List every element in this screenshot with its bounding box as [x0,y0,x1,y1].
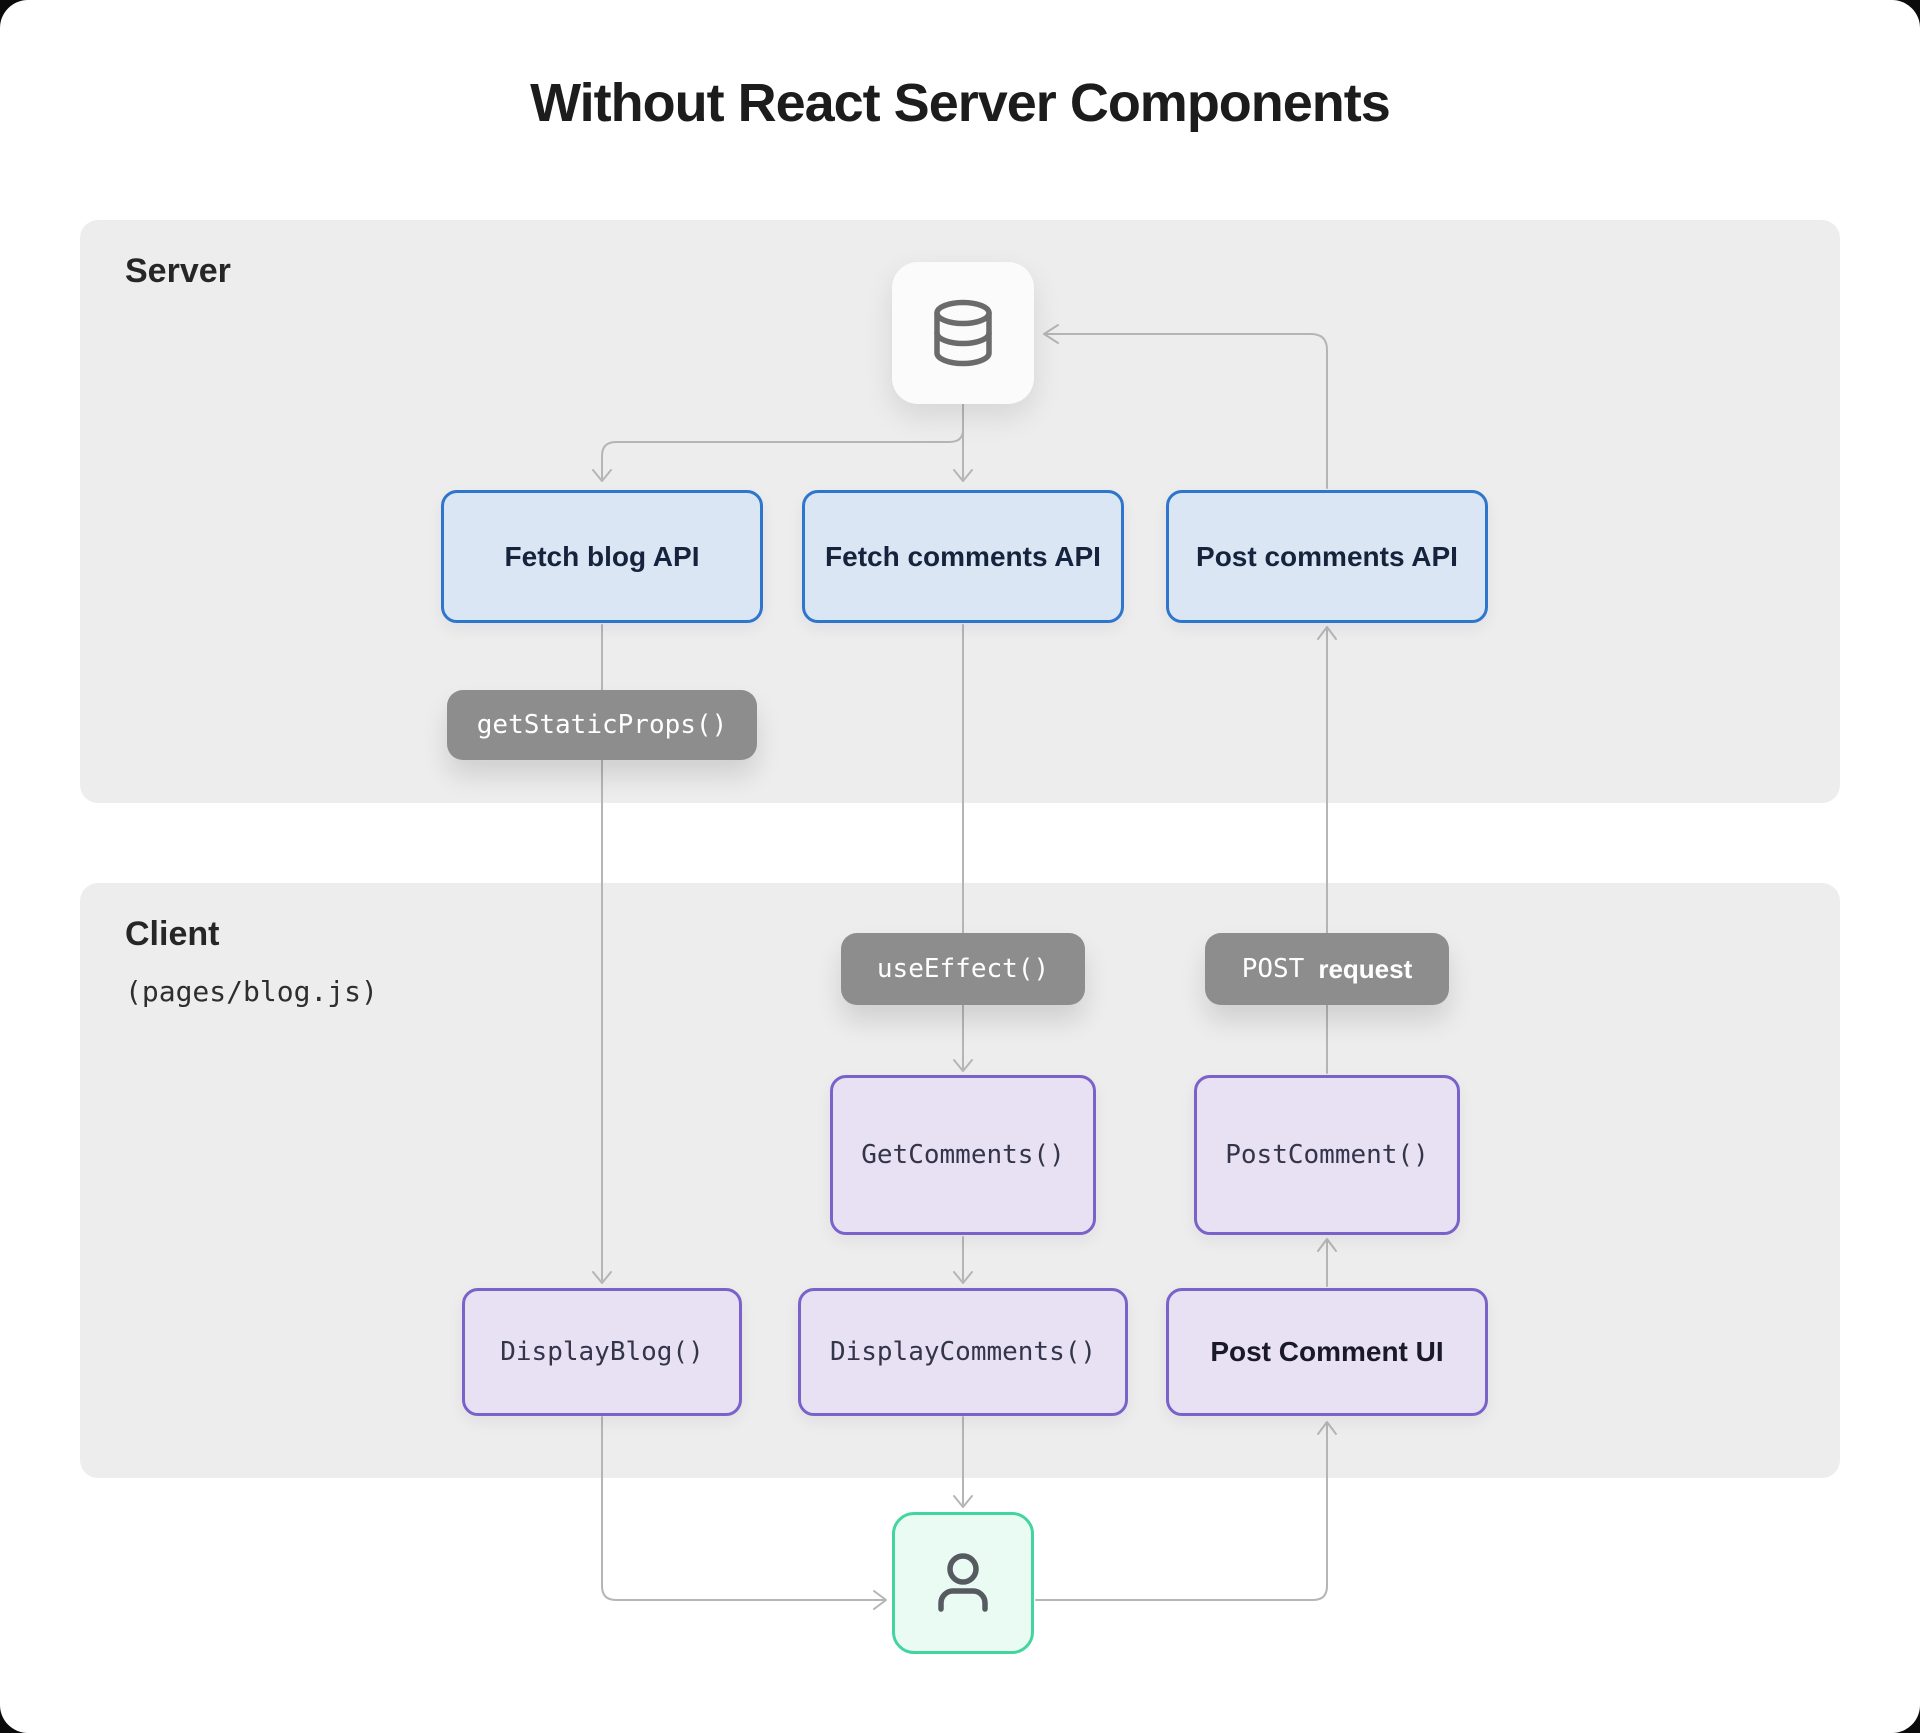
client-box-post-comment: PostComment() [1194,1075,1460,1235]
server-box-post-comments-api: Post comments API [1166,490,1488,623]
database-node [892,262,1034,404]
client-box-display-blog: DisplayBlog() [462,1288,742,1416]
client-box-display-comments: DisplayComments() [798,1288,1128,1416]
server-box-label: Post comments API [1196,540,1458,572]
server-box-label: Fetch comments API [825,540,1101,572]
client-box-label: DisplayBlog() [500,1337,704,1367]
user-icon [925,1545,1001,1621]
use-effect-pill: useEffect() [841,933,1085,1005]
get-static-props-pill: getStaticProps() [447,690,757,760]
client-panel-sublabel: (pages/blog.js) [125,975,378,1008]
pill-label: useEffect() [876,954,1050,984]
database-icon [925,295,1001,371]
pill-label-mono: POST [1241,954,1305,984]
pill-label-bold: request [1318,953,1413,984]
server-box-fetch-comments-api: Fetch comments API [802,490,1124,623]
server-box-label: Fetch blog API [504,540,700,572]
client-box-label: GetComments() [861,1140,1065,1170]
client-panel-label: Client [125,915,220,953]
pill-label: getStaticProps() [476,710,728,740]
server-panel-label: Server [125,252,231,290]
diagram-title: Without React Server Components [530,73,1391,133]
client-box-label: DisplayComments() [829,1337,1097,1367]
server-box-fetch-blog-api: Fetch blog API [441,490,763,623]
post-request-pill: POST request [1205,933,1449,1005]
user-node [892,1512,1034,1654]
client-box-get-comments: GetComments() [830,1075,1096,1235]
client-box-label: Post Comment UI [1210,1336,1444,1367]
client-box-post-comment-ui: Post Comment UI [1166,1288,1488,1416]
client-box-label: PostComment() [1225,1140,1429,1170]
